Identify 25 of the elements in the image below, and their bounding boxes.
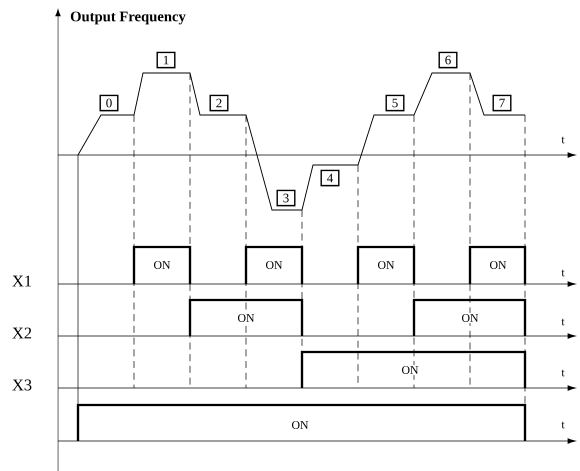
on-label: ON [400,364,420,376]
on-label: ON [376,260,396,270]
step-number-box: 4 [320,170,340,186]
on-label: ON [152,260,172,270]
step-number-box: 0 [100,94,118,112]
signal-name: X1 [10,274,34,288]
axis-label: t [560,420,566,430]
step-number-box: 5 [386,94,404,112]
axis-title: Output Frequency [70,12,186,24]
step-number-box: 7 [492,94,512,112]
signal-name: X2 [10,326,34,340]
on-label: ON [460,312,480,324]
on-label: ON [236,312,256,324]
step-number-box: 1 [156,52,176,68]
axis-label: t [560,368,566,378]
axis-label: t [560,317,566,327]
axis-label: t [560,135,566,145]
on-label: ON [264,260,284,270]
signal-name: X3 [10,378,34,392]
on-label: ON [488,260,508,270]
step-number-box: 6 [438,52,458,68]
step-number-box: 3 [276,190,296,206]
on-label: ON [290,420,310,430]
step-number-box: 2 [210,94,228,112]
axis-label: t [560,268,566,278]
